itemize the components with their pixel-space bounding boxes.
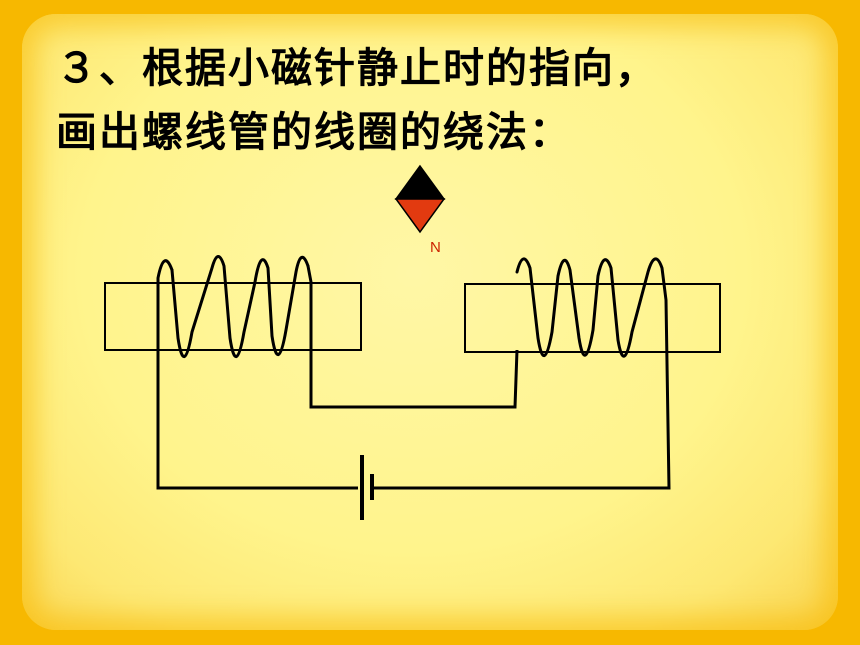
left-solenoid-core	[104, 282, 362, 351]
right-solenoid-core	[464, 283, 721, 353]
question-line-1: ３、根据小磁针静止时的指向，	[56, 44, 658, 92]
magnetic-needle: N	[394, 164, 446, 256]
question-line-2: 画出螺线管的线圈的绕法：	[56, 108, 572, 156]
left-coil	[156, 255, 313, 358]
needle-pole-label: N	[430, 239, 441, 256]
circuit-wires	[156, 278, 671, 490]
battery	[360, 455, 374, 520]
right-coil	[515, 257, 668, 358]
needle-south-half	[394, 164, 446, 200]
needle-north-half	[394, 198, 446, 234]
